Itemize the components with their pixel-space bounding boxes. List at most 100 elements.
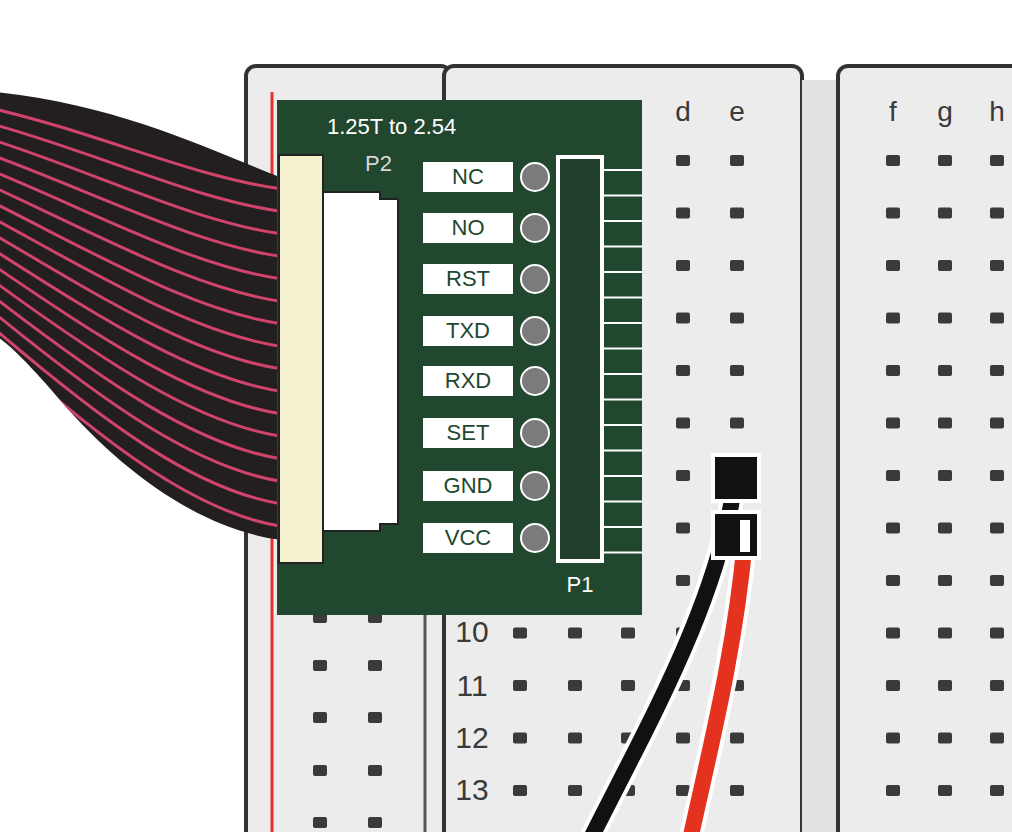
breadboard-hole (886, 575, 900, 586)
breadboard-hole (990, 733, 1004, 744)
wire-plug (713, 512, 759, 558)
ribbon-connector: P2 (279, 155, 400, 563)
header-pin (602, 552, 642, 554)
pin-label-box: SET (423, 418, 513, 448)
breadboard-hole (730, 313, 744, 324)
breadboard-hole (676, 260, 690, 271)
breadboard-hole (938, 628, 952, 639)
pin-name: GND (444, 475, 493, 497)
breadboard-hole (990, 628, 1004, 639)
breadboard-hole (990, 785, 1004, 796)
wire-plug-mark (740, 520, 750, 552)
breadboard-hole (621, 680, 635, 691)
breadboard-hole (676, 733, 690, 744)
power-wire (690, 540, 745, 832)
column-letter: e (729, 98, 745, 126)
ribbon-stripe (0, 310, 290, 483)
breadboard-hole (886, 313, 900, 324)
breadboard-hole (568, 733, 582, 744)
header-label: P1 (567, 574, 594, 596)
breadboard-hole (568, 785, 582, 796)
breadboard-hole (513, 733, 527, 744)
breadboard-hole (676, 470, 690, 481)
breadboard-hole (676, 575, 690, 586)
solder-pad (521, 419, 549, 447)
breadboard-hole (368, 817, 382, 828)
breadboard-hole (886, 628, 900, 639)
header-pin (602, 297, 642, 299)
header-pin (602, 450, 642, 452)
ribbon-stripe (0, 108, 290, 190)
solder-pad (521, 317, 549, 345)
solder-pad (521, 214, 549, 242)
pin-header: P1 (556, 155, 604, 563)
pin-label-box: TXD (423, 316, 513, 346)
row-number: 10 (455, 617, 488, 647)
breadboard-hole (886, 470, 900, 481)
breadboard-hole (886, 155, 900, 166)
header-pin (602, 526, 642, 528)
pin-name: NC (452, 166, 484, 188)
breadboard-hole (568, 628, 582, 639)
breadboard-hole (938, 733, 952, 744)
connector-housing (279, 155, 323, 563)
pin-name: VCC (445, 527, 491, 549)
ribbon-stripes (0, 108, 290, 528)
breadboard-hole (368, 660, 382, 671)
ribbon-stripe (0, 263, 290, 415)
pin-label-box: NO (423, 213, 513, 243)
breadboard-hole (938, 680, 952, 691)
breadboard-hole (990, 418, 1004, 429)
pin-label-box: NC (423, 162, 513, 192)
breadboard-hole (730, 260, 744, 271)
breadboard-hole (886, 680, 900, 691)
adapter-board: 1.25T to 2.54P2 NC NO RST TXD RXD SET GND VCC P1 (277, 100, 642, 615)
breadboard-hole (313, 765, 327, 776)
breadboard-hole (938, 470, 952, 481)
breadboard-hole (990, 470, 1004, 481)
pin-label-box: RXD (423, 366, 513, 396)
breadboard-hole (938, 418, 952, 429)
column-letter: g (937, 98, 953, 126)
column-letter: d (675, 98, 691, 126)
breadboard-hole (513, 680, 527, 691)
breadboard-hole (513, 628, 527, 639)
breadboard-hole (990, 523, 1004, 534)
row-number: 13 (455, 775, 488, 805)
breadboard-hole (368, 765, 382, 776)
breadboard-hole (990, 575, 1004, 586)
board-title: 1.25T to 2.54 (327, 116, 456, 138)
pin-name: NO (452, 217, 485, 239)
pin-name: RXD (445, 370, 491, 392)
breadboard-hole (990, 155, 1004, 166)
breadboard-hole (990, 313, 1004, 324)
breadboard-hole (938, 785, 952, 796)
ribbon-stripe (0, 232, 290, 370)
breadboard-hole (990, 208, 1004, 219)
breadboard-hole (730, 208, 744, 219)
pin-label-box: RST (423, 264, 513, 294)
breadboard-hole (621, 628, 635, 639)
header-pin (602, 399, 642, 401)
ribbon-stripe (0, 279, 290, 438)
breadboard-hole (313, 817, 327, 828)
breadboard-hole (938, 575, 952, 586)
breadboard-hole (513, 785, 527, 796)
solder-pad (521, 265, 549, 293)
pin-name: SET (447, 422, 490, 444)
breadboard-hole (886, 260, 900, 271)
breadboard-hole (938, 208, 952, 219)
header-pin (602, 348, 642, 350)
breadboard-hole (730, 365, 744, 376)
breadboard-body (246, 66, 1012, 832)
column-letter: f (889, 98, 897, 126)
breadboard-hole (676, 365, 690, 376)
header-pin (602, 169, 642, 171)
breadboard-hole (938, 365, 952, 376)
breadboard-hole (730, 733, 744, 744)
breadboard-hole (676, 418, 690, 429)
pin-name: RST (446, 268, 490, 290)
ribbon-cable (0, 92, 290, 540)
breadboard-hole (886, 418, 900, 429)
